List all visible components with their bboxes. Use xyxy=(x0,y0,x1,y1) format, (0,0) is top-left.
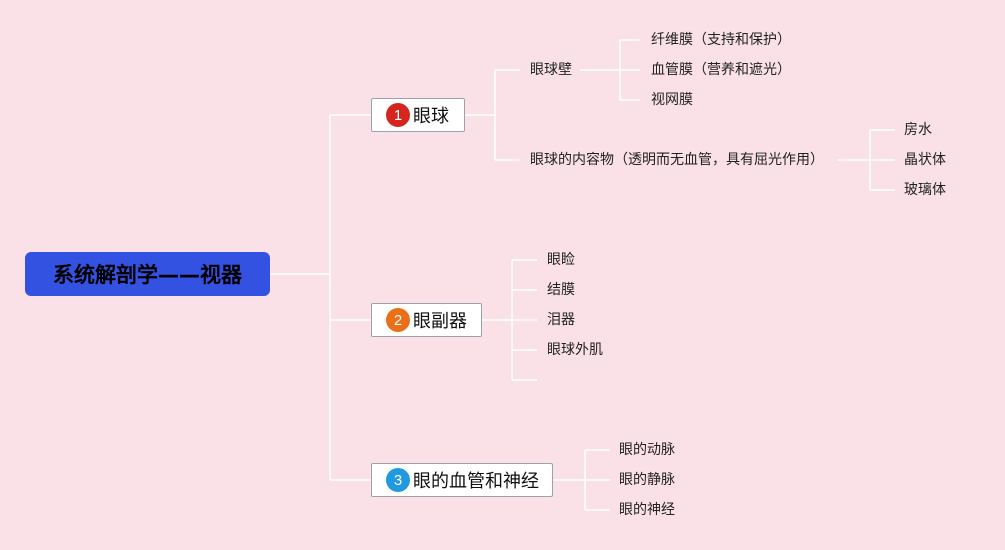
number-badge-icon: 1 xyxy=(386,103,410,127)
leaf-retina[interactable]: 视网膜 xyxy=(651,92,693,108)
leaf-aqueous-humor[interactable]: 房水 xyxy=(904,122,932,138)
leaf-ophthalmic-arteries[interactable]: 眼的动脉 xyxy=(619,442,675,458)
leaf-lacrimal-apparatus[interactable]: 泪器 xyxy=(547,312,575,328)
root-topic[interactable]: 系统解剖学——视器 xyxy=(25,252,270,296)
leaf-extraocular-muscles[interactable]: 眼球外肌 xyxy=(547,342,603,358)
topic-label: 眼球 xyxy=(413,106,449,127)
subtopic-eyeball-contents[interactable]: 眼球的内容物（透明而无血管，具有屈光作用） xyxy=(530,152,824,168)
root-label: 系统解剖学——视器 xyxy=(53,263,242,287)
leaf-conjunctiva[interactable]: 结膜 xyxy=(547,282,575,298)
topic-label: 眼副器 xyxy=(413,311,467,332)
leaf-lens[interactable]: 晶状体 xyxy=(904,152,946,168)
leaf-vascular-tunic[interactable]: 血管膜（营养和遮光） xyxy=(651,62,791,78)
topic-label: 眼的血管和神经 xyxy=(413,471,539,492)
number-badge-icon: 3 xyxy=(386,468,410,492)
leaf-eyelid[interactable]: 眼睑 xyxy=(547,252,575,268)
leaf-fibrous-tunic[interactable]: 纤维膜（支持和保护） xyxy=(651,32,791,48)
topic-accessory-organs[interactable]: 2 眼副器 xyxy=(371,303,482,337)
leaf-ophthalmic-nerves[interactable]: 眼的神经 xyxy=(619,502,675,518)
leaf-ophthalmic-veins[interactable]: 眼的静脉 xyxy=(619,472,675,488)
subtopic-eyeball-wall[interactable]: 眼球壁 xyxy=(530,62,572,78)
number-badge-icon: 2 xyxy=(386,308,410,332)
topic-eyeball[interactable]: 1 眼球 xyxy=(371,98,465,132)
leaf-vitreous-body[interactable]: 玻璃体 xyxy=(904,182,946,198)
topic-vessels-nerves[interactable]: 3 眼的血管和神经 xyxy=(371,463,553,497)
